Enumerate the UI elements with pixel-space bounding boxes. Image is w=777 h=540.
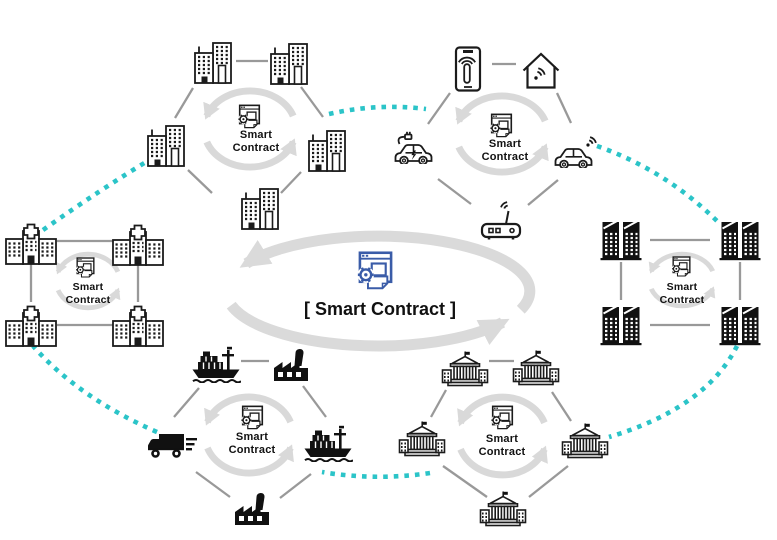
- government-building-icon: [561, 422, 609, 459]
- hub-label-logistics: Smart Contract: [207, 431, 297, 458]
- smart-contract-hub-icon: [75, 257, 95, 278]
- hub-label-line: Contract: [228, 444, 276, 457]
- smartphone-touch-icon: [454, 46, 482, 92]
- server-rack-icon: [719, 304, 761, 346]
- teal-dotted-link: [596, 143, 719, 223]
- office-building-icon: [193, 41, 233, 85]
- electric-car-icon: [396, 132, 432, 165]
- office-building-icon: [269, 42, 309, 86]
- delivery-truck-icon: [148, 434, 197, 458]
- server-rack-icon: [719, 219, 761, 261]
- factory-icon: [235, 492, 269, 525]
- hub-label-enterprise: Smart Contract: [211, 129, 301, 156]
- hub-label-line: Contract: [481, 151, 529, 164]
- smart-contract-hub-icon: [237, 104, 261, 129]
- government-building-icon: [398, 420, 446, 457]
- smart-contract-hub-icon: [671, 256, 691, 277]
- teal-dotted-link: [608, 344, 740, 440]
- center-smart-contract-label: [ Smart Contract ]: [303, 299, 456, 319]
- hub-label-line: Smart: [488, 138, 522, 150]
- office-building-icon: [307, 129, 347, 173]
- cargo-ship-icon: [303, 424, 353, 462]
- hub-label-line: Smart: [235, 431, 269, 443]
- hub-label-line: Contract: [65, 293, 111, 306]
- factory-icon: [274, 348, 308, 381]
- hub-label-iot: Smart Contract: [460, 138, 550, 165]
- hub-label-line: Contract: [478, 446, 526, 459]
- connected-car-icon: [556, 137, 596, 168]
- teal-dotted-link: [41, 157, 153, 232]
- smart-contract-hub-icon: [240, 405, 264, 430]
- smart-contract-hub-icon: [489, 113, 513, 138]
- hub-label-datacenters: Smart Contract: [637, 281, 727, 307]
- hospital-icon: [111, 224, 165, 266]
- hospital-icon: [111, 305, 165, 347]
- smart-home-icon: [522, 52, 560, 89]
- hub-label-line: Smart: [666, 281, 698, 293]
- cluster-connector-lines: [29, 59, 742, 499]
- hospital-icon: [4, 223, 58, 265]
- teal-dotted-link: [31, 344, 158, 435]
- center-smart-contract-icon: [356, 251, 393, 290]
- center-cycle-arrows: [226, 230, 536, 352]
- server-rack-icon: [600, 219, 642, 261]
- office-building-icon: [146, 124, 186, 168]
- teal-dotted-link: [321, 469, 431, 480]
- teal-dotted-link: [328, 104, 427, 117]
- hub-label-line: Smart: [485, 433, 519, 445]
- government-building-icon: [441, 350, 489, 387]
- hub-label-hospitals: Smart Contract: [43, 281, 133, 307]
- hub-label-line: Contract: [232, 142, 280, 155]
- hospital-icon: [4, 305, 58, 347]
- smart-contract-hub-icon: [490, 405, 514, 430]
- hub-label-government: Smart Contract: [457, 433, 547, 460]
- hub-label-line: Smart: [239, 129, 273, 141]
- server-rack-icon: [600, 304, 642, 346]
- office-building-icon: [240, 187, 280, 231]
- government-building-icon: [512, 349, 560, 386]
- hub-label-line: Contract: [659, 293, 705, 306]
- cargo-ship-icon: [191, 345, 241, 383]
- inter-cluster-links: [31, 104, 740, 480]
- wifi-router-icon: [480, 200, 522, 240]
- hub-label-line: Smart: [72, 281, 104, 293]
